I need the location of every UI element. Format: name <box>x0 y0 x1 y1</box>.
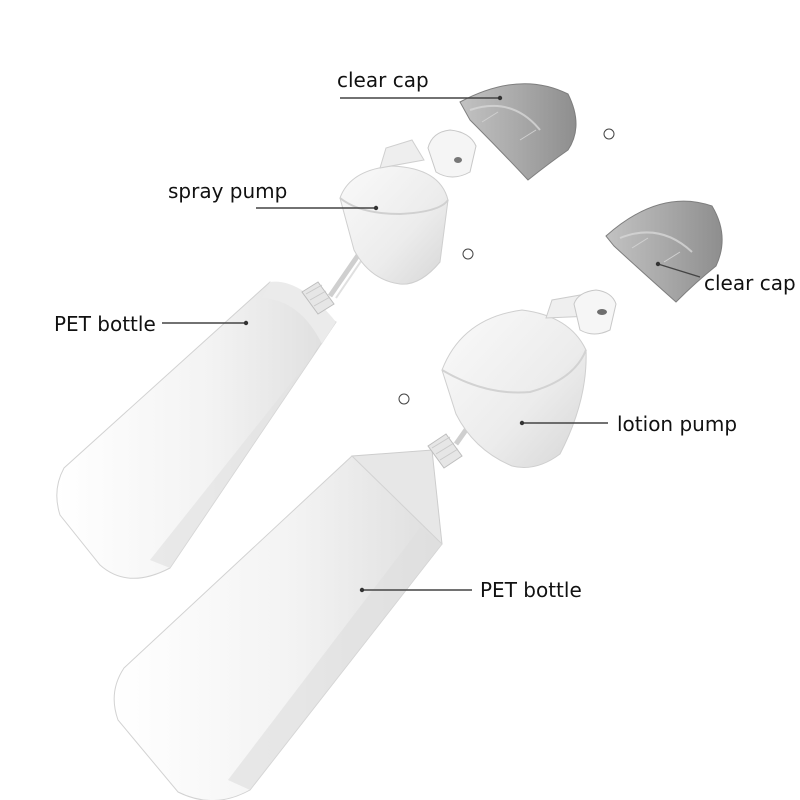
oring-2 <box>462 248 474 260</box>
label-spray-pump: spray pump <box>168 179 288 203</box>
leader-clear-cap-right <box>657 263 701 278</box>
lotion-pump <box>441 289 617 468</box>
spray-pump <box>339 129 477 285</box>
label-lotion-pump: lotion pump <box>617 412 738 436</box>
clear-cap-right <box>605 200 723 303</box>
pet-bottle-left <box>56 281 337 579</box>
leader-lines <box>162 95 701 593</box>
label-pet-bottle-left: PET bottle <box>54 312 156 336</box>
pet-bottle-right <box>113 433 463 800</box>
label-clear-cap-right: clear cap <box>704 271 796 295</box>
oring-3 <box>398 393 410 405</box>
clear-cap-top <box>459 83 577 181</box>
label-pet-bottle-right: PET bottle <box>480 578 582 602</box>
oring-1 <box>603 128 615 140</box>
label-clear-cap-top: clear cap <box>337 68 429 92</box>
